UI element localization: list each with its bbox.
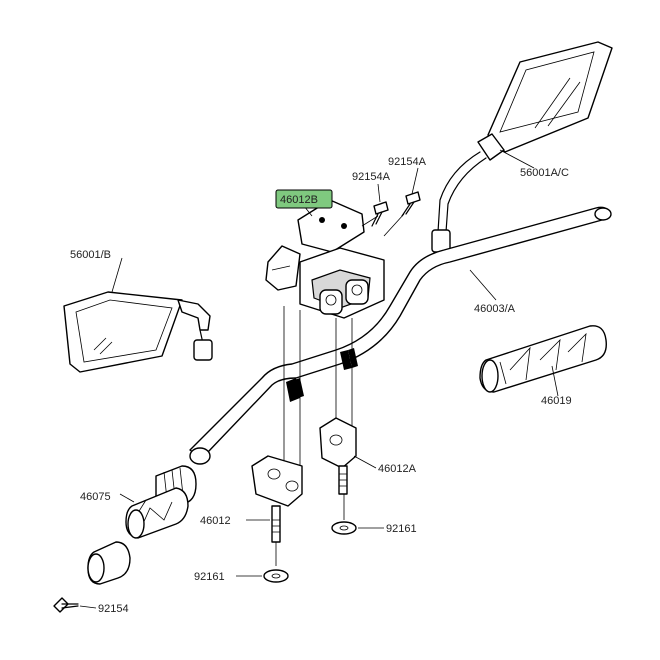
bolt-92154a-lower [371, 201, 389, 227]
label-grip-right: 46019 [541, 395, 572, 407]
grip-right [479, 325, 607, 393]
mirror-right [431, 41, 613, 253]
clamp-assembly [265, 199, 385, 319]
leader-lines [79, 149, 559, 609]
grip-left [125, 465, 197, 539]
bolt-92154a-upper [401, 191, 421, 217]
bolt-92154 [53, 597, 79, 613]
washer-right [331, 521, 357, 535]
label-handlebar: 46003/A [474, 303, 516, 315]
holder-left [251, 455, 303, 543]
label-bolt-a-lower: 92154A [352, 171, 391, 183]
mirror-left [63, 291, 213, 373]
label-bolt-bottom: 92154 [98, 603, 129, 615]
assembly-lines [275, 213, 405, 566]
label-mirror-left: 56001/B [70, 249, 111, 261]
label-grip-left: 46075 [80, 491, 111, 503]
label-bolt-a-upper: 92154A [388, 156, 427, 168]
label-washer-left: 92161 [194, 571, 225, 583]
washer-left [263, 569, 289, 583]
holder-right [319, 417, 357, 495]
label-holder-right: 46012A [378, 463, 417, 475]
highlight-box [275, 189, 333, 209]
label-holder-left: 46012 [200, 515, 231, 527]
label-bracket: 46012B [280, 194, 318, 206]
handlebar [189, 206, 612, 465]
part-labels: 56001A/C 56001/B 92154A 92154A 46012B 46… [70, 156, 572, 615]
label-mirror-right: 56001A/C [520, 167, 569, 179]
bar-end-weight [87, 541, 131, 585]
label-washer-right: 92161 [386, 523, 417, 535]
